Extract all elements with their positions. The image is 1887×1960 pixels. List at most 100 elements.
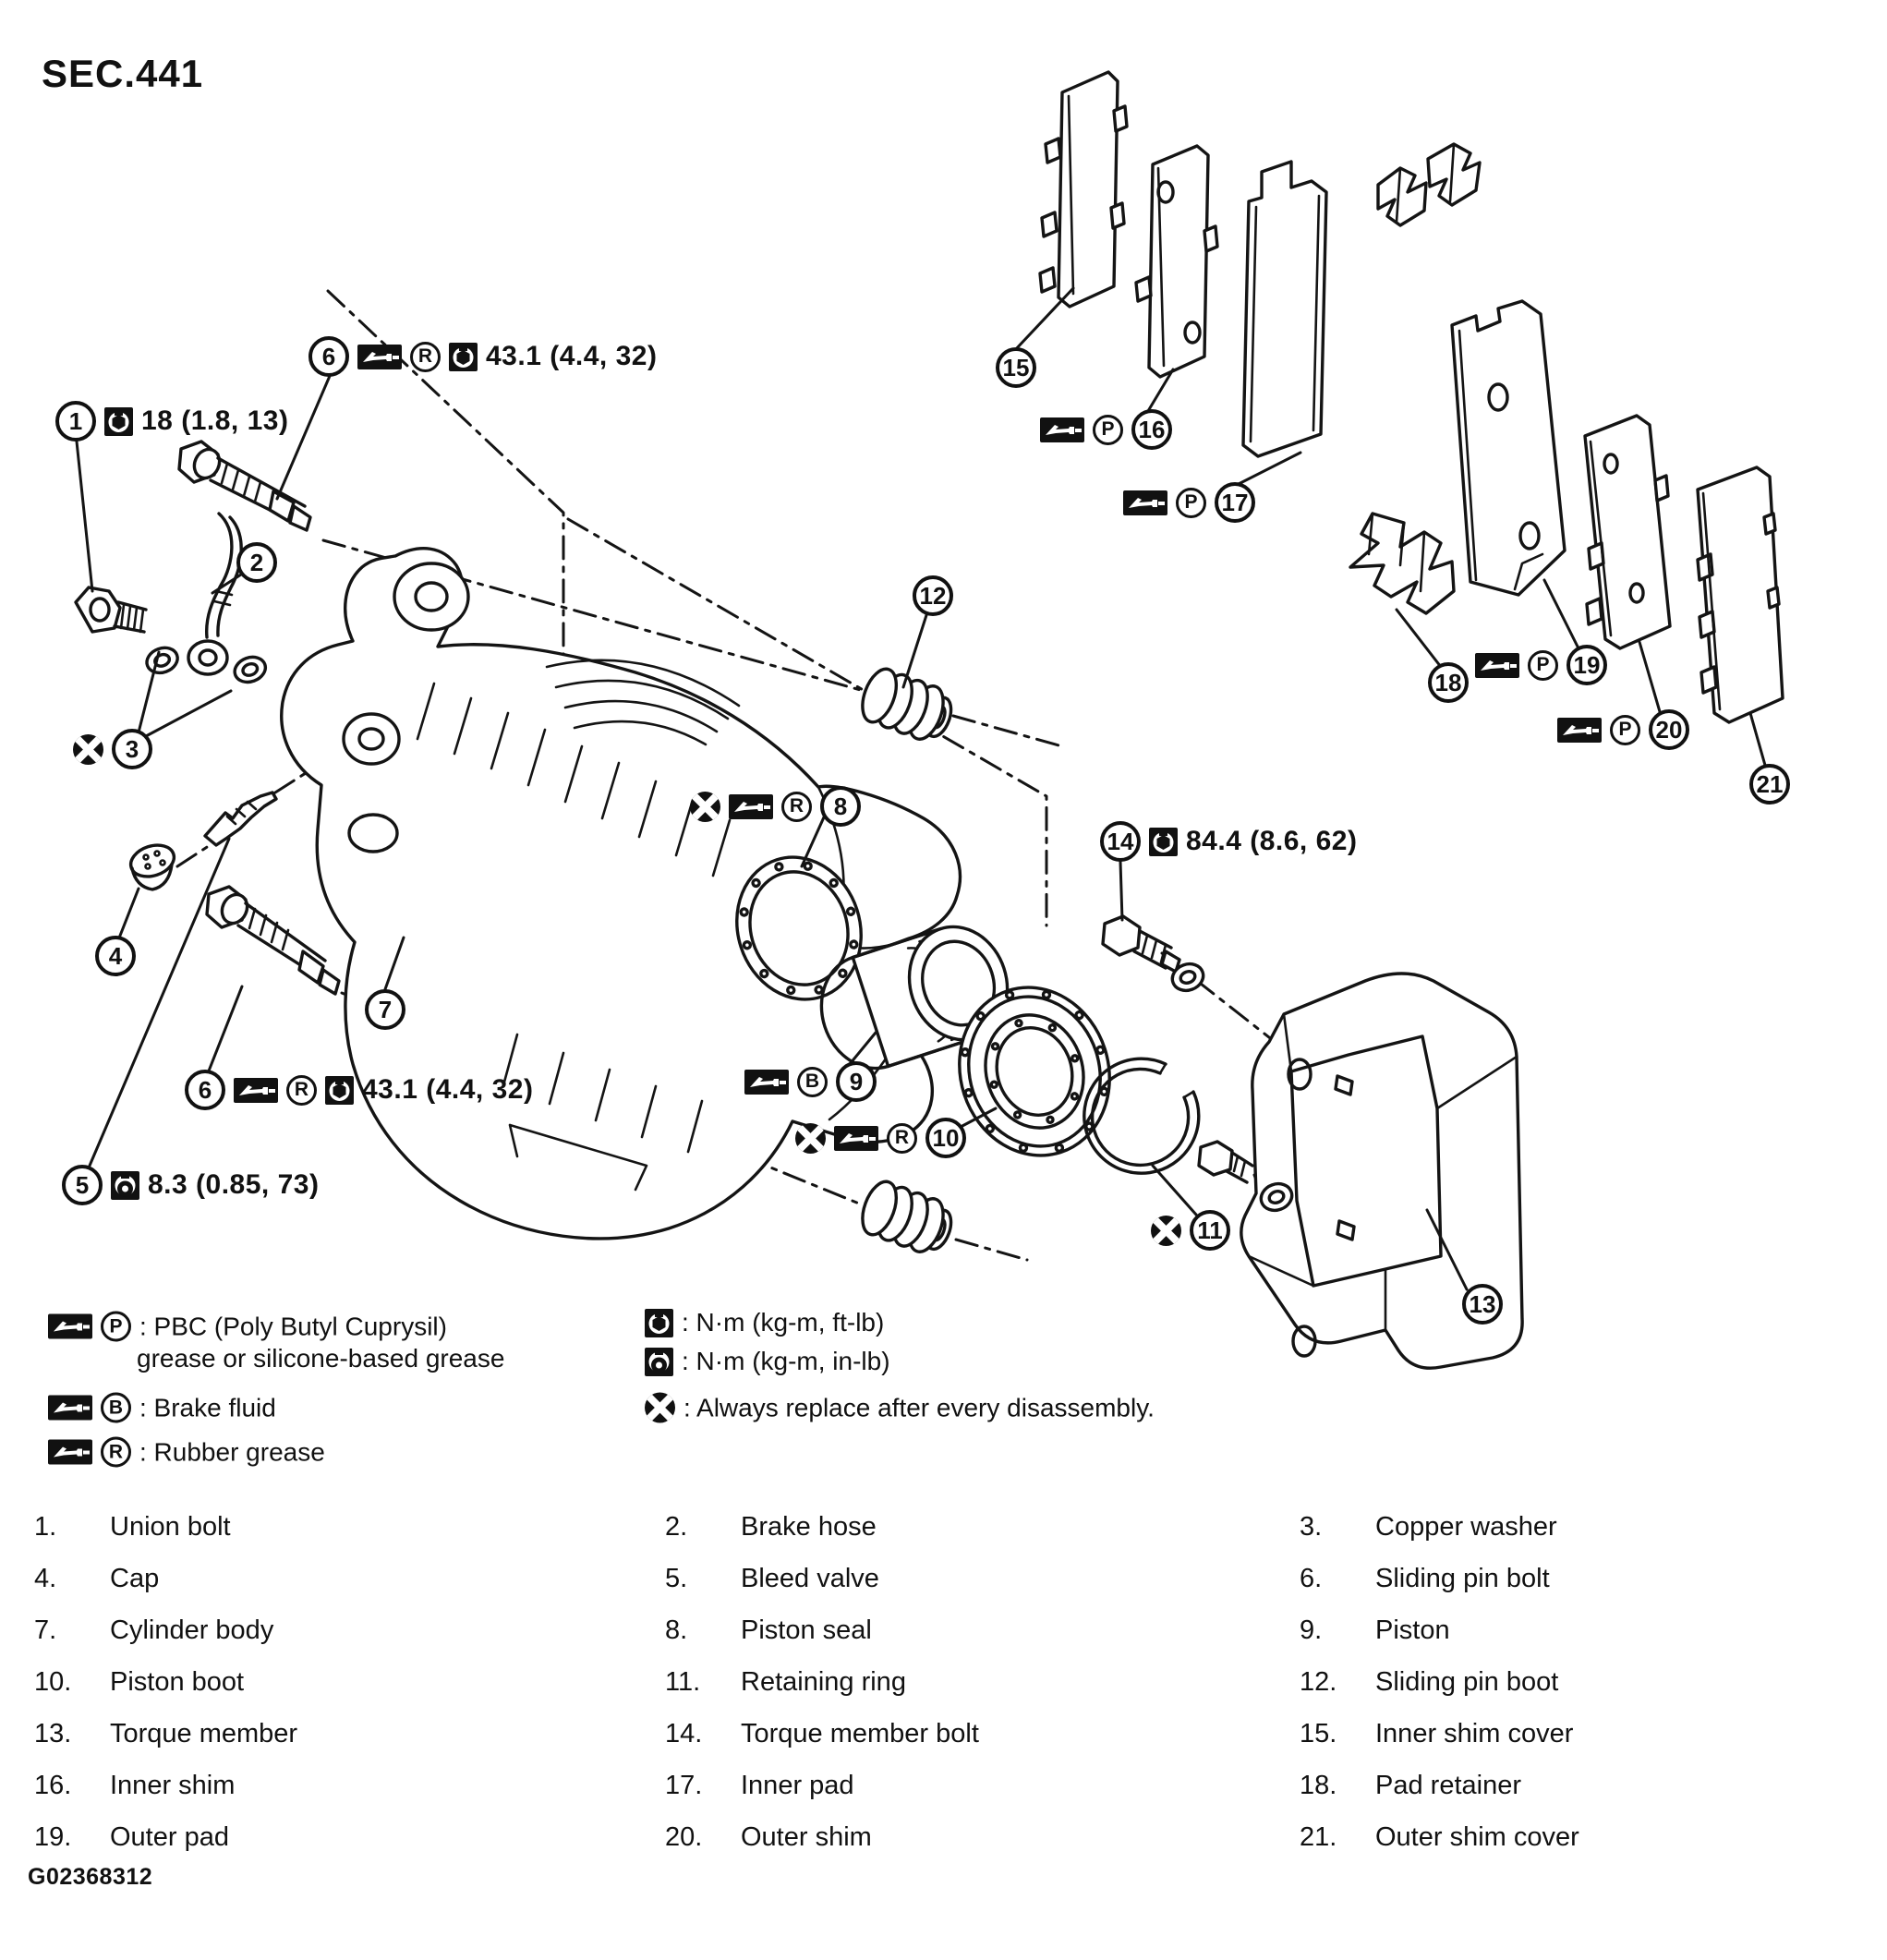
annotation-inner-pad: P 17 [1123,482,1255,523]
legend-row-torque-ftlb: : N·m (kg-m, ft-lb) [645,1308,884,1337]
parts-list-item: 3.Copper washer [1300,1512,1557,1542]
wrench-ftlb-icon [1149,827,1178,856]
callout-5: 5 [62,1165,103,1205]
replace-icon [690,792,720,822]
letter-badge-p: P [1528,649,1558,681]
parts-list-item: 10.Piston boot [34,1667,245,1697]
wrench-ftlb-icon [104,406,133,436]
outer-shim-drawing [1583,414,1672,650]
callout-11: 11 [1190,1210,1230,1251]
callout-1: 1 [55,401,96,442]
parts-list-item: 21.Outer shim cover [1300,1822,1579,1852]
replace-icon [1151,1216,1181,1246]
callout-20: 20 [1649,709,1689,750]
legend-row-brake-fluid: B : Brake fluid [48,1392,276,1423]
legend-row-pbc: P : PBC (Poly Butyl Cuprysil) [48,1311,447,1342]
letter-badge-r: R [286,1074,317,1106]
parts-list-item: 12.Sliding pin boot [1300,1667,1559,1697]
torque-torque-member-bolt: 84.4 (8.6, 62) [1186,826,1358,856]
piston-drawing [819,925,1010,1071]
annotation-cap: 4 [95,936,136,976]
grease-icon [1123,490,1167,515]
pad-retainer-lower-drawing [1349,512,1456,615]
letter-badge-b: B [101,1392,131,1423]
wrench-ftlb-icon [449,342,478,371]
callout-8: 8 [820,786,861,827]
outer-pad-drawing [1450,299,1566,597]
annotation-retaining-ring: 11 [1151,1210,1230,1251]
grease-icon [48,1395,92,1421]
parts-list-item: 5.Bleed valve [665,1564,879,1593]
brake-hose-drawing [187,512,243,676]
legend-row-rubber-grease: R : Rubber grease [48,1436,325,1468]
sliding-pin-bolt-lower-drawing [205,885,341,996]
callout-9: 9 [836,1061,877,1102]
annotation-cylinder-body: 7 [365,989,405,1030]
parts-list-item: 1.Union bolt [34,1512,231,1542]
letter-badge-r: R [887,1122,917,1154]
annotation-piston: B 9 [744,1061,877,1102]
union-bolt-drawing [74,586,148,634]
grease-icon [834,1125,878,1151]
parts-list-item: 15.Inner shim cover [1300,1719,1574,1748]
grease-icon [48,1313,92,1339]
annotation-outer-shim: P 20 [1557,709,1689,750]
legend-rubber-grease-label: : Rubber grease [139,1437,325,1466]
callout-2: 2 [236,542,277,583]
callout-14: 14 [1100,821,1141,862]
wrench-ftlb-icon [325,1075,354,1105]
letter-badge-p: P [1093,414,1123,445]
annotation-sliding-pin-lower: 6 R 43.1 (4.4, 32) [185,1070,533,1110]
parts-list-item: 9.Piston [1300,1615,1450,1645]
sliding-pin-boot-upper-drawing [861,667,953,741]
callout-17: 17 [1215,482,1255,523]
annotation-outer-pad: P 19 [1475,645,1607,685]
torque-sliding-pin-lower: 43.1 (4.4, 32) [362,1074,534,1105]
replace-icon [795,1123,826,1154]
callout-19: 19 [1566,645,1607,685]
replace-icon [645,1393,675,1423]
torque-bleed-valve: 8.3 (0.85, 73) [148,1169,320,1200]
grease-icon [1475,652,1519,678]
outer-shim-cover-drawing [1696,466,1784,724]
letter-badge-r: R [410,341,441,372]
parts-list-item: 8.Piston seal [665,1615,872,1645]
letter-badge-b: B [797,1066,828,1097]
parts-list-item: 16.Inner shim [34,1771,236,1800]
torque-member-bolt-lower-drawing [1197,1140,1294,1213]
annotation-piston-boot: R 10 [795,1118,966,1158]
bleed-valve-drawing [203,791,278,847]
annotation-inner-shim: P 16 [1040,409,1172,450]
callout-3: 3 [112,729,152,769]
callout-15: 15 [996,347,1036,388]
callout-4: 4 [95,936,136,976]
grease-icon [744,1069,789,1095]
annotation-copper-washer: 3 [73,729,152,769]
legend-row-replace: : Always replace after every disassembly… [645,1393,1155,1423]
sliding-pin-boot-lower-drawing [861,1180,953,1253]
parts-list-item: 6.Sliding pin bolt [1300,1564,1550,1593]
wrench-inlb-icon [111,1170,139,1200]
parts-list-item: 4.Cap [34,1564,160,1593]
letter-badge-p: P [1176,487,1206,518]
grease-icon [48,1439,92,1465]
callout-18: 18 [1428,662,1469,703]
letter-badge-r: R [101,1436,131,1468]
grease-icon [357,344,402,369]
wrench-ftlb-icon [645,1308,673,1337]
grease-icon [234,1077,278,1103]
sliding-pin-bolt-upper-drawing [177,440,312,532]
inner-pad-drawing [1241,160,1328,458]
legend-replace-label: : Always replace after every disassembly… [683,1393,1155,1422]
annotation-inner-shim-cover: 15 [996,347,1036,388]
parts-list: 1.Union bolt 2.Brake hose 3.Copper washe… [34,1513,1887,1851]
grease-icon [1040,417,1084,442]
annotation-piston-seal: R 8 [690,786,861,827]
callout-6-lower: 6 [185,1070,225,1110]
legend-torque-inlb-label: : N·m (kg-m, in-lb) [682,1347,890,1375]
torque-union-bolt: 18 (1.8, 13) [141,405,289,436]
parts-list-item: 18.Pad retainer [1300,1771,1521,1800]
parts-list-item: 2.Brake hose [665,1512,877,1542]
